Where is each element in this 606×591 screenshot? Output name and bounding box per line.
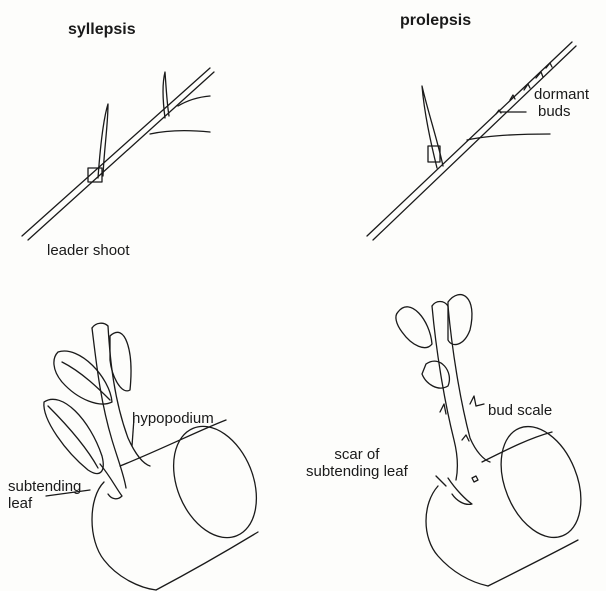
dormant-buds-label-line2: buds	[538, 103, 589, 120]
scar-label: scar of subtending leaf	[306, 446, 408, 480]
leader-shoot-stem-edge	[28, 72, 214, 240]
stem-cylinder	[482, 432, 552, 462]
subtending-leaf	[100, 464, 122, 499]
leaf	[48, 406, 98, 468]
bud-scale	[440, 404, 446, 414]
leader-shoot-stem-edge	[373, 46, 576, 240]
leaf	[54, 351, 112, 404]
prolepsis-detail	[396, 295, 596, 586]
leaf	[110, 332, 131, 391]
leaf	[422, 361, 449, 388]
branch-leaf	[163, 72, 169, 118]
leader-shoot-label: leader shoot	[47, 242, 130, 259]
dormant-buds-label: dormant buds	[534, 86, 589, 120]
lateral-shoot	[92, 328, 126, 488]
leader-shoot-stem	[22, 68, 210, 236]
shoot-top	[432, 302, 448, 307]
bud-scale	[462, 435, 469, 441]
syllepsis-branch	[22, 68, 214, 240]
prolepsis-branch	[367, 42, 576, 240]
stem-cylinder	[488, 540, 578, 586]
stem-cylinder	[92, 482, 156, 590]
leaf-scar	[448, 478, 472, 504]
shoot-top	[92, 323, 108, 328]
bud-scale-label: bud scale	[488, 402, 552, 419]
hypopodium-label: hypopodium	[132, 410, 214, 427]
stem-cylinder	[426, 486, 488, 586]
proleptic-shoot	[432, 306, 457, 480]
leaf	[396, 307, 432, 348]
bud-scale-pointer	[476, 404, 484, 406]
scar-label-line2: subtending leaf	[306, 463, 408, 480]
dormant-buds-label-line1: dormant	[534, 86, 589, 103]
prolepsis-title: prolepsis	[400, 12, 471, 29]
scar-label-line1: scar of	[306, 446, 408, 463]
subtending-leaf-label-line1: subtending	[8, 478, 81, 495]
stem-cylinder	[156, 532, 258, 590]
bud-scale	[470, 396, 476, 406]
branch-leaf	[150, 131, 210, 134]
leaf-scar-mark	[472, 476, 478, 482]
subtending-leaf-label: subtending leaf	[8, 478, 81, 512]
syllepsis-title: syllepsis	[68, 21, 136, 38]
subtending-leaf-label-line2: leaf	[8, 495, 81, 512]
stem-cut-end	[158, 414, 272, 550]
syllepsis-detail	[44, 323, 272, 590]
leaf	[62, 362, 110, 400]
scar-pointer	[436, 476, 446, 486]
